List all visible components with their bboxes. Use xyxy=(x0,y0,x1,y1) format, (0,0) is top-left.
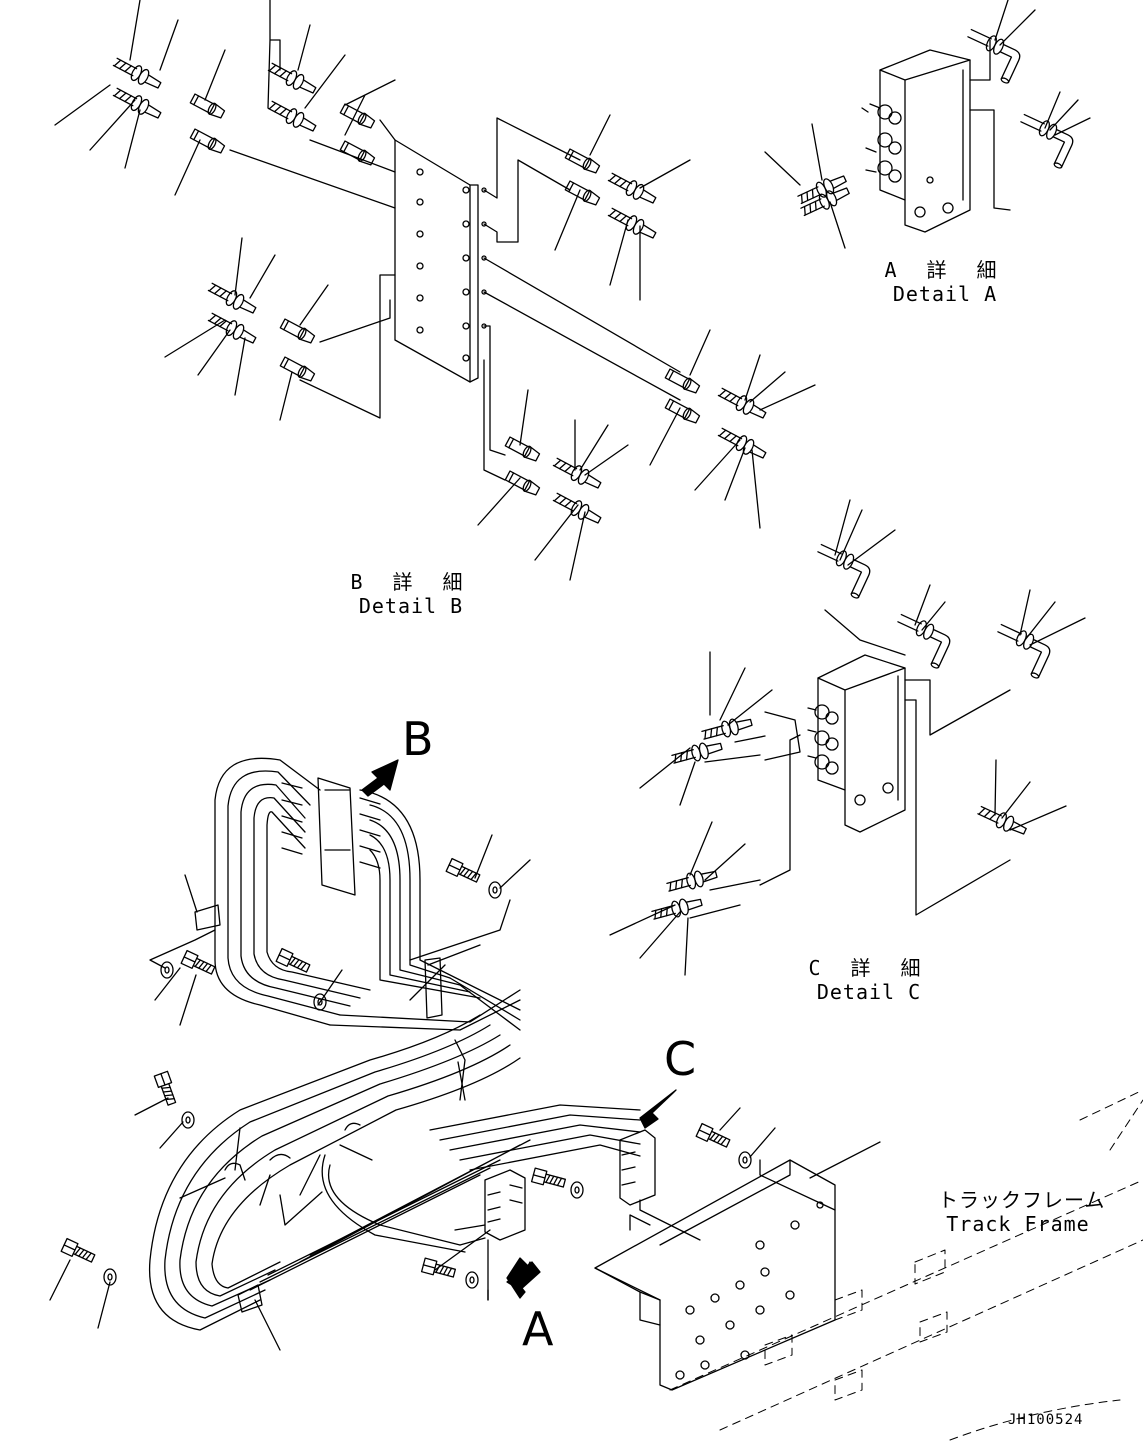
detail-a-en: Detail A xyxy=(892,282,998,306)
view-arrow-c xyxy=(639,1089,677,1129)
valve-c-front xyxy=(619,1129,656,1206)
detail-c-label: C 詳 細 Detail C xyxy=(804,956,934,1004)
hose-bundle-cross xyxy=(148,969,641,1331)
upper-block xyxy=(317,777,356,896)
detail-b-label: B 詳 細 Detail B xyxy=(346,570,476,618)
track-frame-label: トラックフレーム Track Frame xyxy=(938,1188,1106,1236)
valve-a-front xyxy=(484,1169,526,1241)
detail-a-jp: A 詳 細 xyxy=(884,258,1006,282)
clamp-upper xyxy=(194,904,221,931)
detail-a-label: A 詳 細 Detail A xyxy=(880,258,1010,306)
track-frame-en: Track Frame xyxy=(946,1212,1090,1236)
bracket-holes xyxy=(675,1201,824,1380)
clamp-middle xyxy=(424,957,443,1019)
detail-b-en: Detail B xyxy=(358,594,464,618)
detail-b-group xyxy=(54,0,816,581)
main-assembly xyxy=(49,757,1143,1441)
detail-c-group xyxy=(609,499,1086,976)
detail-c-en: Detail C xyxy=(816,980,922,1004)
detail-a-group xyxy=(764,0,1091,249)
drawing-code: JH100524 xyxy=(1008,1412,1084,1428)
detail-b-jp: B 詳 細 xyxy=(350,570,472,594)
detail-c-valve-body xyxy=(817,654,906,833)
detail-b-manifold-ports xyxy=(416,168,487,362)
view-letter-c: C xyxy=(664,1032,697,1086)
mounting-bracket xyxy=(594,1159,836,1391)
clamp-lower xyxy=(237,1284,263,1313)
track-frame-jp: トラックフレーム xyxy=(938,1188,1106,1212)
view-letter-b: B xyxy=(402,712,434,766)
detail-c-jp: C 詳 細 xyxy=(808,956,930,980)
view-letter-a: A xyxy=(522,1302,554,1356)
detail-a-valve-body xyxy=(879,49,971,233)
view-arrow-b xyxy=(361,759,399,797)
hose-bundle-upper xyxy=(214,757,481,1026)
track-frame-outline xyxy=(669,1089,1143,1441)
